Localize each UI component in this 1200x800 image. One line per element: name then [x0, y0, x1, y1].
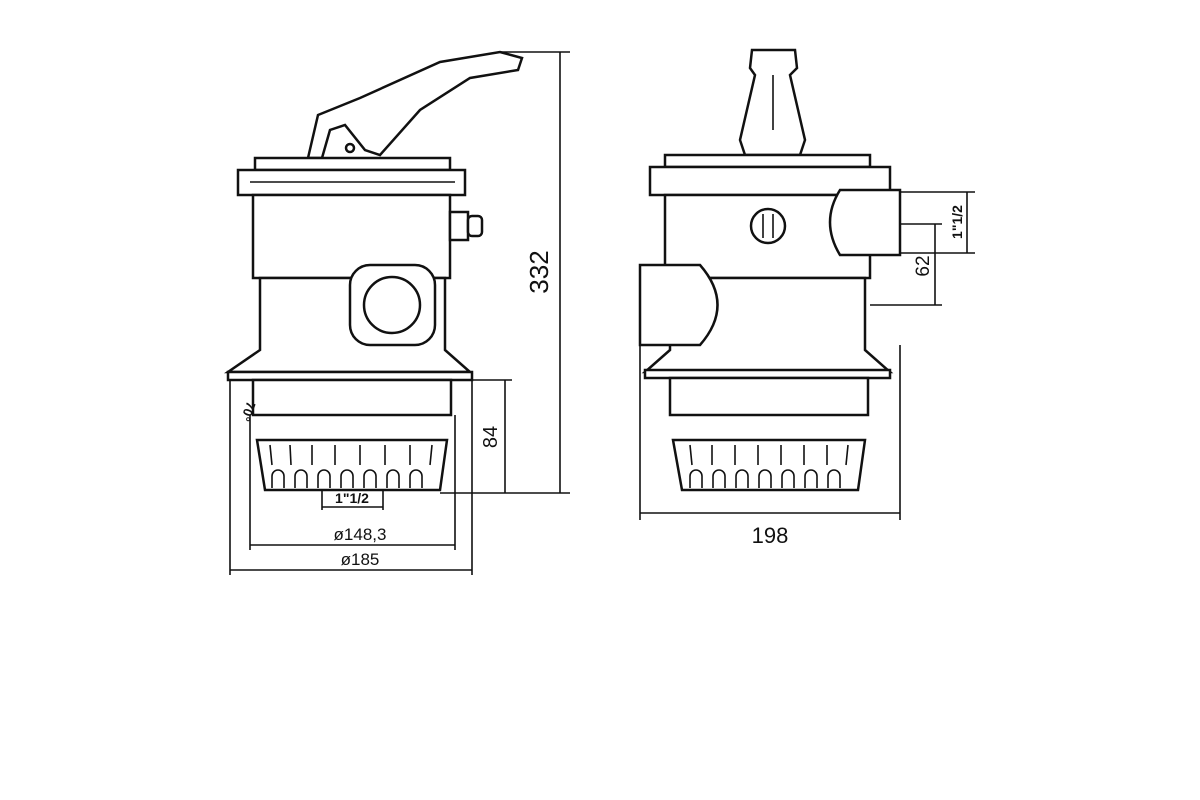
basket-dim-label: 84: [480, 426, 502, 448]
basket-collar: [251, 378, 453, 417]
dimension-lines: [639, 191, 975, 520]
strainer-basket: [255, 438, 449, 492]
width-dim-label: 198: [752, 523, 789, 548]
front-view: 332 84 1"1/2 ø148,3 ø185 70°: [223, 50, 570, 575]
port-offset-dim-label: 62: [913, 255, 934, 276]
right-port: [828, 188, 902, 257]
outer-diameter-label: ø185: [341, 550, 380, 569]
port-dim-label: 1"1/2: [949, 205, 965, 239]
outlet-dim-label: 1"1/2: [335, 490, 369, 506]
basket-collar: [668, 376, 870, 417]
lid-top: [253, 156, 452, 172]
side-view: 198 1"1/2 62: [638, 48, 975, 548]
height-dim-label: 332: [524, 250, 554, 293]
angle-dim-label: 70°: [238, 400, 259, 424]
dimension-lines: [229, 51, 570, 575]
inner-diameter-label: ø148,3: [334, 525, 387, 544]
drain-plug: [749, 207, 787, 245]
left-port: [638, 263, 719, 347]
lid-top: [663, 153, 872, 169]
valve-handle: [306, 50, 524, 160]
handle-pin: [344, 142, 356, 154]
pressure-gauge-port: [448, 210, 470, 242]
